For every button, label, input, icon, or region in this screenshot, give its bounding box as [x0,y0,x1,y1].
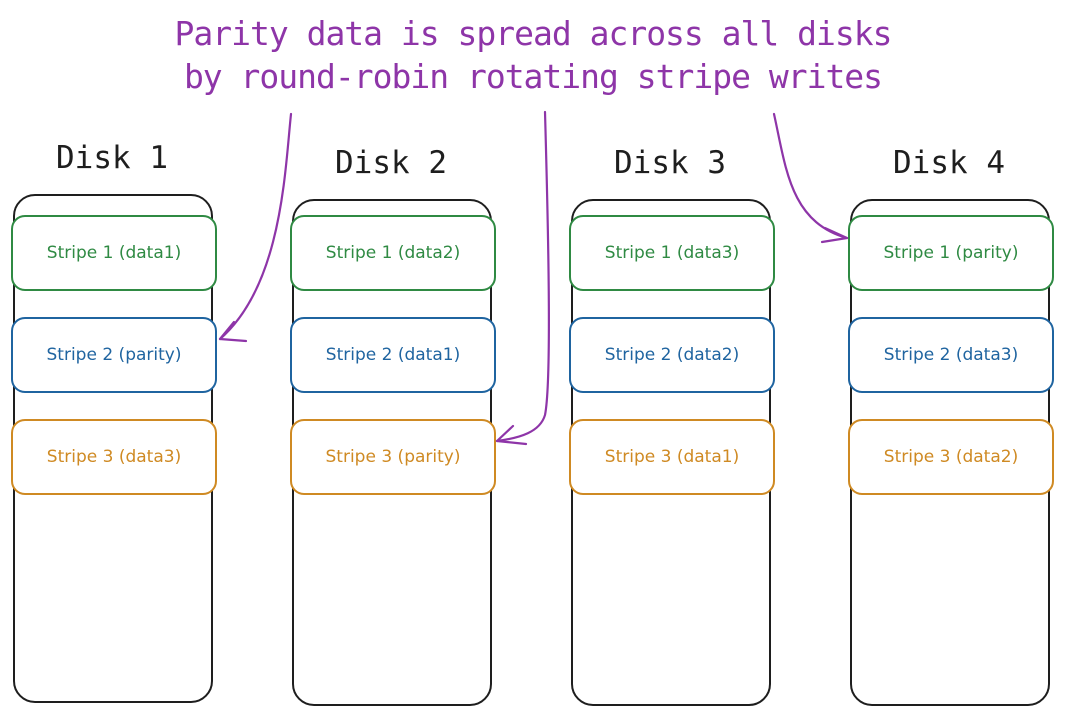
disk-4-stripe-3: Stripe 3 (data2) [848,419,1054,495]
arrow-to-disk-4-parity [772,112,849,244]
disk-4-title: Disk 4 [893,145,1005,181]
disk-3-title: Disk 3 [614,145,726,181]
disk-4-stripe-2: Stripe 2 (data3) [848,317,1054,393]
disk-2-stripe-1: Stripe 1 (data2) [290,215,496,291]
disk-1-stripe-2: Stripe 2 (parity) [11,317,217,393]
disk-1-stripe-1: Stripe 1 (data1) [11,215,217,291]
disk-1-stripe-3: Stripe 3 (data3) [11,419,217,495]
arrow-to-disk-1-parity [218,112,293,343]
disk-2-stripe-2: Stripe 2 (data1) [290,317,496,393]
disk-3-stripe-3: Stripe 3 (data1) [569,419,775,495]
disk-2-stripe-3: Stripe 3 (parity) [290,419,496,495]
caption-line-1: Parity data is spread across all disks [174,14,893,53]
disk-2-title: Disk 2 [335,145,447,181]
disk-3-stripe-1: Stripe 1 (data3) [569,215,775,291]
disk-3-stripe-2: Stripe 2 (data2) [569,317,775,393]
arrow-to-disk-2-parity [495,110,550,446]
caption-line-2: by round-robin rotating stripe writes [183,57,883,96]
disk-1-title: Disk 1 [56,140,168,176]
disk-4-stripe-1: Stripe 1 (parity) [848,215,1054,291]
